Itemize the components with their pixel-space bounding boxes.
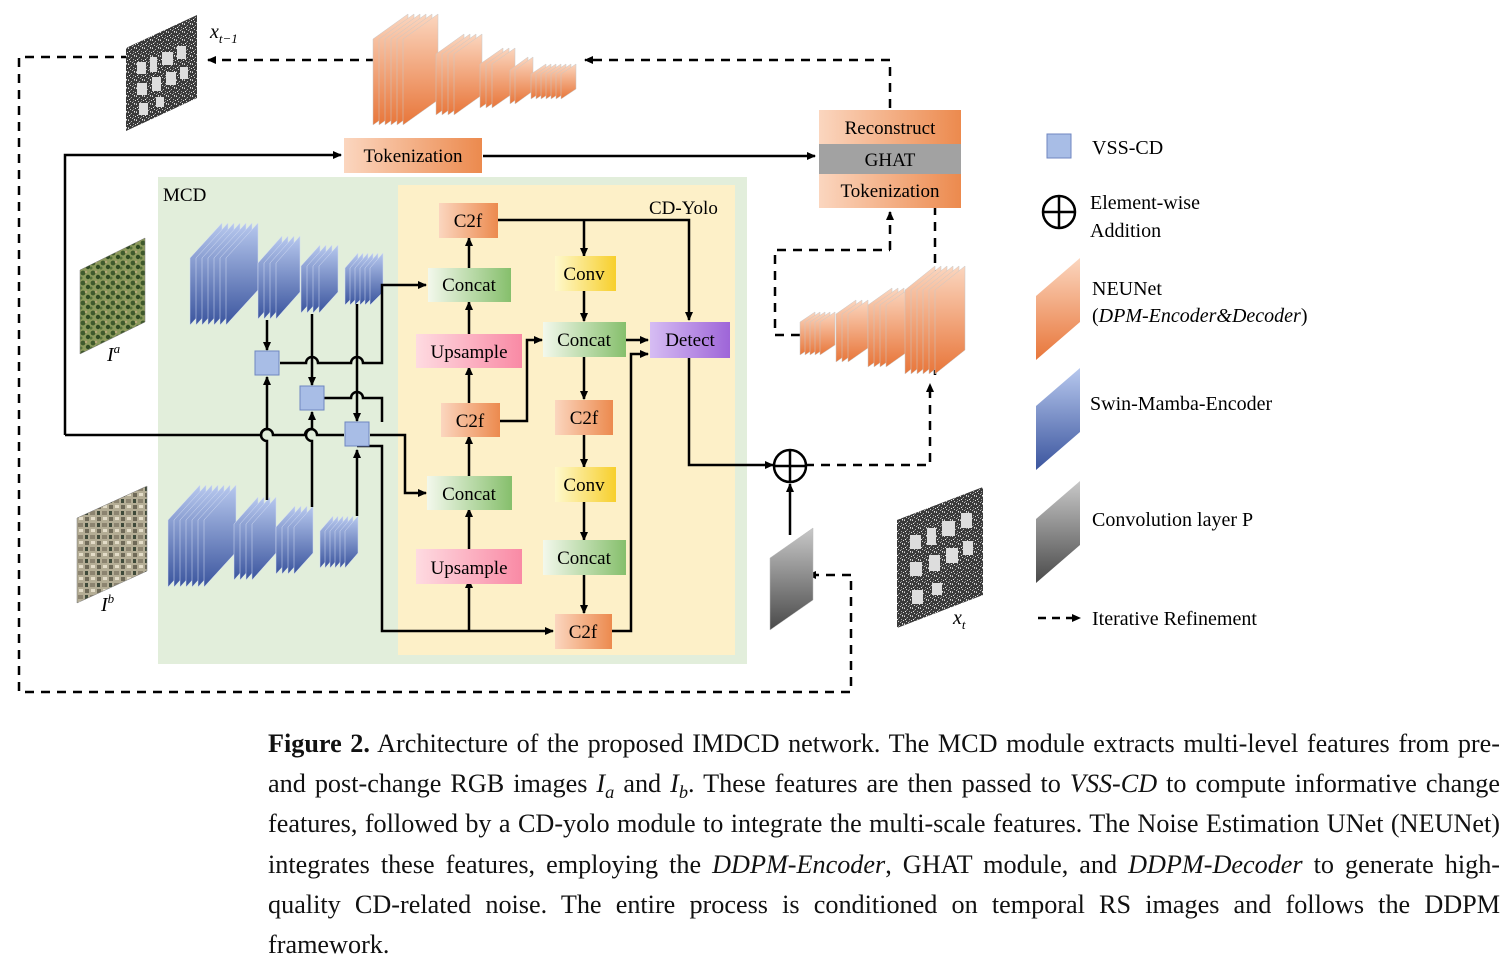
vss-cd-block-2	[299, 385, 325, 411]
vss-cd-block-1	[254, 350, 280, 376]
c2f-top	[439, 203, 498, 238]
upsample-2	[416, 549, 522, 584]
detect-label: Detect	[665, 330, 715, 351]
legend-conv-label: Convolution layer P	[1092, 509, 1253, 531]
ghat-label: GHAT	[865, 150, 916, 171]
upsample-1	[416, 334, 522, 368]
caption-ib: I	[670, 769, 679, 799]
c2f-right	[555, 400, 613, 435]
caption-vss: VSS-CD	[1069, 769, 1158, 799]
c2f-mid	[441, 403, 500, 437]
legend-addition-icon	[1041, 194, 1077, 230]
label-ib: Ib	[100, 591, 115, 616]
ghat-block	[819, 144, 961, 174]
caption-ddpm-decoder: DDPM-Decoder	[1128, 849, 1303, 879]
legend-vss-swatch	[1046, 133, 1072, 159]
concat-2-label: Concat	[442, 484, 497, 505]
architecture-diagram: MCD CD-Yolo	[17, 13, 1308, 694]
tokenization-top	[344, 138, 482, 173]
conv-1	[555, 256, 616, 291]
caption-text: . These features are then passed to	[688, 769, 1070, 799]
image-ib	[76, 485, 148, 604]
connectors	[63, 151, 816, 635]
tokenization-top-label: Tokenization	[364, 146, 463, 167]
caption-ddpm-encoder: DDPM-Encoder	[712, 849, 886, 879]
detect-block	[650, 322, 730, 358]
legend-addition-line2: Addition	[1090, 220, 1161, 242]
caption-text: to generate high-quality CD-related nois…	[268, 849, 1501, 960]
mcd-label: MCD	[163, 185, 206, 206]
legend-iter-label: Iterative Refinement	[1092, 608, 1257, 630]
legend-neunet-line1: NEUNet	[1092, 278, 1162, 300]
caption-ib-sub: b	[678, 782, 689, 803]
tokenization-right	[819, 174, 961, 208]
label-xt: xt	[952, 607, 966, 632]
reconstruct-block	[819, 110, 961, 144]
caption-text: Architecture of the proposed IMDCD netwo…	[268, 729, 1500, 799]
image-ia	[79, 237, 146, 355]
label-ia: Ia	[106, 341, 121, 366]
vss-cd-block-3	[344, 421, 370, 447]
concat-1	[428, 268, 511, 302]
legend-swin-label: Swin-Mamba-Encoder	[1090, 393, 1273, 415]
swin-encoder-a	[189, 222, 384, 326]
upsample-1-label: Upsample	[430, 342, 507, 363]
caption-ia-sub: a	[605, 782, 615, 803]
legend-conv-swatch	[1036, 481, 1080, 583]
c2f-right-label: C2f	[570, 408, 599, 429]
concat-3-label: Concat	[557, 330, 612, 351]
reconstruct-label: Reconstruct	[845, 118, 936, 139]
neunet-decoder-top	[372, 13, 577, 126]
element-wise-addition	[772, 448, 808, 484]
c2f-bottom	[555, 614, 612, 649]
concat-4-label: Concat	[557, 548, 612, 569]
caption-text: and	[614, 769, 671, 799]
legend-neunet-swatch	[1036, 258, 1080, 360]
legend-vss-label: VSS-CD	[1092, 137, 1163, 159]
noisy-image-xt-1	[126, 15, 197, 131]
label-xt-1: xt−1	[209, 21, 238, 46]
cdyolo-label: CD-Yolo	[649, 198, 718, 219]
conv-1-label: Conv	[563, 264, 605, 285]
c2f-top-label: C2f	[454, 211, 483, 232]
c2f-bottom-label: C2f	[569, 622, 598, 643]
conv-2-label: Conv	[563, 475, 605, 496]
concat-1-label: Concat	[442, 275, 497, 296]
tokenization-right-label: Tokenization	[841, 181, 940, 202]
neunet-encoder-right	[799, 265, 966, 375]
swin-encoder-b	[167, 484, 359, 588]
c2f-mid-label: C2f	[456, 411, 485, 432]
concat-4	[543, 540, 626, 575]
conv-2	[555, 467, 616, 502]
caption-ia: I	[596, 769, 606, 799]
figure-caption: Figure 2. Architecture of the proposed I…	[268, 724, 1500, 964]
legend-addition-line1: Element-wise	[1090, 192, 1200, 214]
caption-text: to compute informative change features, …	[268, 769, 1501, 879]
upsample-2-label: Upsample	[430, 558, 507, 579]
concat-2	[427, 476, 512, 510]
noisy-image-xt	[897, 487, 983, 628]
legend-swin-swatch	[1036, 368, 1080, 470]
legend: VSS-CD Element-wise Addition NEUNet (DPM…	[1036, 133, 1308, 630]
concat-3	[543, 322, 626, 357]
conv-layer-p	[769, 527, 814, 631]
caption-text: , GHAT module, and	[885, 849, 1129, 879]
legend-neunet-line2: (DPM-Encoder&Decoder)	[1092, 305, 1308, 327]
caption-label: Figure 2.	[268, 729, 370, 758]
